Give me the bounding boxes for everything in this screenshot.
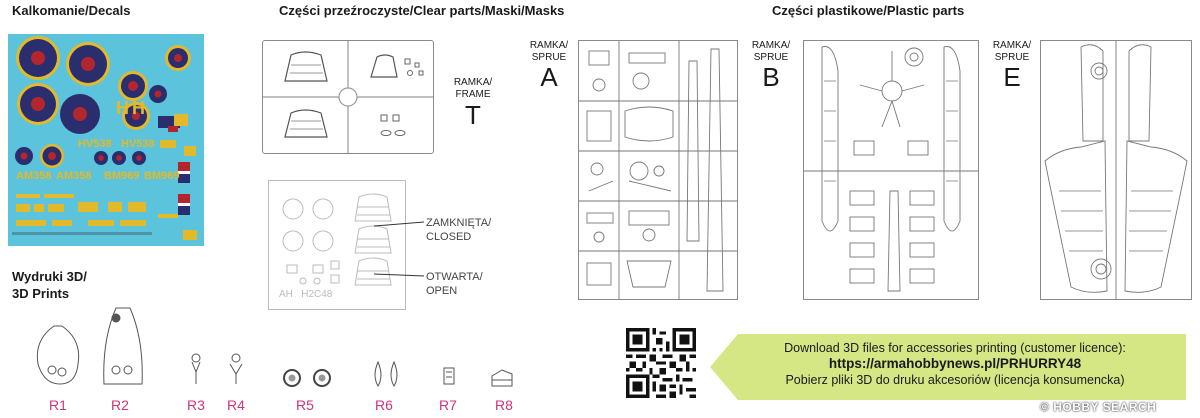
mask-closed-line2: CLOSED: [426, 231, 472, 243]
print-parts-graphic: [36, 307, 513, 387]
sprue-b-label: RAMKA/ SPRUE: [745, 40, 797, 64]
sprue-b-label-line1: RAMKA/: [751, 40, 791, 51]
mask-closed-line1: ZAMKNIĘTA/: [426, 217, 492, 229]
frame-t-letter: T: [465, 100, 481, 130]
part-r1-icon: [36, 325, 80, 385]
frame-t-label-line1: RAMKA/: [453, 77, 493, 88]
decal-code-am-1: AM358: [16, 170, 52, 182]
sprue-a: [578, 40, 738, 300]
part-label-r1: R1: [49, 397, 67, 413]
sprue-e-label: RAMKA/ SPRUE: [986, 40, 1038, 64]
decal-letter-h-1: H: [116, 98, 129, 118]
roundel-mid-2-icon: [122, 102, 150, 130]
sprue-e-label-line2: SPRUE: [994, 52, 1030, 63]
roundel-large-3-icon: [17, 83, 59, 125]
part-label-r6: R6: [375, 397, 393, 413]
decal-sheet-graphic: [12, 36, 197, 240]
watermark-text: HOBBY SEARCH: [1053, 400, 1157, 414]
stencil-blocks-icon: [16, 114, 197, 240]
part-label-r4: R4: [227, 397, 245, 413]
mask-code: AH H2C48: [279, 289, 333, 300]
clear-frame-t: [262, 40, 434, 154]
part-label-r3: R3: [187, 397, 205, 413]
clear-frame-t-graphic: [263, 41, 433, 153]
sprue-a-label: RAMKA/ SPRUE: [524, 40, 574, 64]
roundel-large-2-icon: [66, 42, 110, 86]
sprue-a-label-line2: SPRUE: [531, 52, 567, 63]
sprue-a-graphic: [579, 41, 737, 299]
fin-flash-icon: [178, 162, 190, 215]
sprue-a-letter: A: [540, 62, 558, 92]
mask-sheet-graphic: [282, 193, 392, 286]
sprue-e-label-line1: RAMKA/: [992, 40, 1032, 51]
sprue-b: [803, 40, 979, 300]
sprue-a-label-line1: RAMKA/: [529, 40, 569, 51]
clear-parts-header: Części przeźroczyste/Clear parts/Maski/M…: [279, 3, 565, 18]
prints-header-line1: Wydruki 3D/: [12, 269, 87, 284]
part-label-r2: R2: [111, 397, 129, 413]
part-label-r7: R7: [439, 397, 457, 413]
part-r2-icon: [103, 307, 143, 385]
decal-code-bm-2: BM969: [144, 170, 180, 182]
decals-header: Kalkomanie/Decals: [12, 3, 131, 18]
roundel-small-row-icon: [15, 144, 146, 168]
decal-sheet: H H HV538 HV538 AM358 AM358 BM969 BM969: [8, 34, 204, 246]
plastic-parts-header: Części plastikowe/Plastic parts: [772, 3, 965, 18]
part-r6-icon: [374, 360, 398, 387]
frame-t-label: RAMKA/ FRAME: [446, 77, 500, 101]
roundel-mid-1-icon: [118, 71, 148, 101]
roundel-mid-3-icon: [165, 45, 191, 71]
roundel-large-4-icon: [60, 94, 100, 134]
download-banner-shape: [710, 334, 1186, 400]
sprue-b-graphic: [804, 46, 978, 292]
decal-letter-h-2: H: [132, 98, 145, 118]
part-r8-icon: [491, 369, 513, 387]
sprue-e: [1040, 40, 1192, 300]
part-r5-icon: [283, 369, 331, 387]
part-r7-icon: [443, 367, 455, 385]
decal-code-am-2: AM358: [56, 170, 92, 182]
sprue-e-letter: E: [1003, 62, 1021, 92]
decal-code-hv-1: HV538: [78, 138, 112, 150]
mask-closed-label: ZAMKNIĘTA/ CLOSED: [426, 216, 491, 244]
mask-pointer-lines: [373, 221, 425, 277]
part-label-r5: R5: [296, 397, 314, 413]
part-r3-icon: [191, 353, 201, 384]
prints-header-line2: 3D Prints: [12, 286, 70, 301]
sprue-b-label-line2: SPRUE: [753, 52, 789, 63]
part-label-r8: R8: [495, 397, 513, 413]
watermark: © HOBBY SEARCH: [1040, 400, 1156, 414]
mask-open-label: OTWARTA/ OPEN: [426, 270, 483, 298]
decal-code-hv-2: HV538: [121, 138, 155, 150]
part-r4-icon: [229, 353, 243, 384]
banner-line3: Pobierz pliki 3D do druku akcesoriów (li…: [785, 373, 1125, 387]
decal-code-bm-1: BM969: [104, 170, 140, 182]
mask-open-line2: OPEN: [426, 285, 458, 297]
frame-t-label-line2: FRAME: [455, 89, 491, 100]
sprue-e-graphic: [1044, 41, 1188, 299]
mask-sheet: AH H2C48: [268, 180, 406, 310]
roundel-mid-4-icon: [149, 85, 167, 103]
banner-url-link[interactable]: https://armahobbynews.pl/PRHURRY48: [828, 356, 1082, 371]
mask-open-line1: OTWARTA/: [426, 271, 483, 283]
qr-code-icon[interactable]: [626, 328, 696, 398]
watermark-symbol: ©: [1040, 400, 1050, 414]
prints-header: Wydruki 3D/ 3D Prints: [12, 268, 87, 302]
download-banner: Download 3D files for accessories printi…: [730, 340, 1180, 388]
banner-line1: Download 3D files for accessories printi…: [784, 341, 1126, 355]
sprue-b-letter: B: [762, 62, 780, 92]
roundel-large-1-icon: [16, 36, 60, 80]
